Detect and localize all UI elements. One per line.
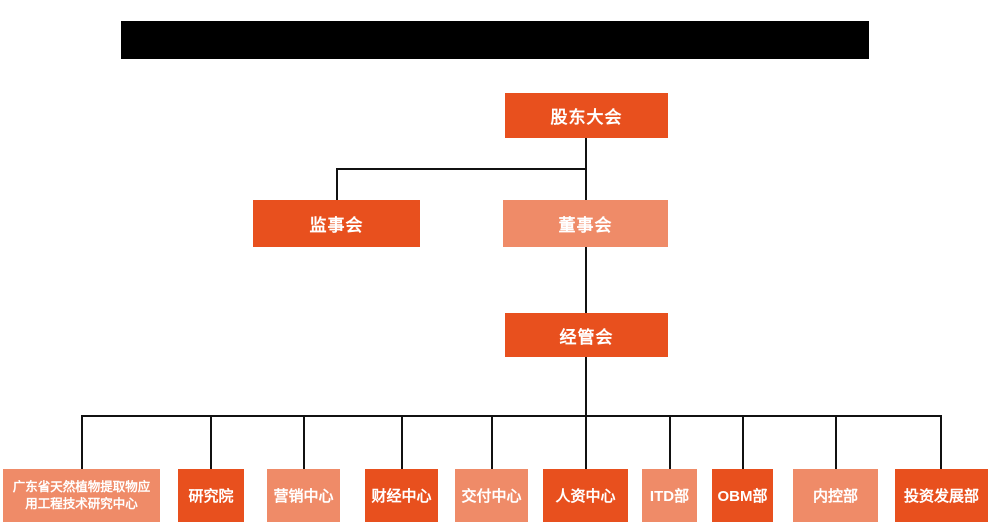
connector-drop-dept-9 bbox=[940, 416, 942, 469]
node-dept-hr-center: 人资中心 bbox=[543, 469, 628, 522]
connector-branch-horizontal bbox=[336, 168, 586, 170]
node-dept-internal-control: 内控部 bbox=[793, 469, 878, 522]
node-dept-investment-development: 投资发展部 bbox=[895, 469, 988, 522]
node-management-committee: 经管会 bbox=[505, 313, 668, 357]
node-dept-itd: ITD部 bbox=[642, 469, 697, 522]
redacted-title-bar bbox=[121, 21, 869, 59]
node-dept-marketing-center: 营销中心 bbox=[267, 469, 340, 522]
node-shareholders-meeting: 股东大会 bbox=[505, 93, 668, 138]
node-board-of-directors: 董事会 bbox=[503, 200, 668, 247]
node-dept-delivery-center: 交付中心 bbox=[455, 469, 528, 522]
node-dept-finance-center: 财经中心 bbox=[365, 469, 438, 522]
connector-drop-dept-4 bbox=[491, 416, 493, 469]
connector-management-to-bus bbox=[585, 357, 587, 469]
node-dept-research-center: 广东省天然植物提取物应用工程技术研究中心 bbox=[3, 469, 160, 522]
connector-bus-horizontal bbox=[81, 415, 942, 417]
connector-root-to-board bbox=[585, 138, 587, 200]
node-dept-obm: OBM部 bbox=[712, 469, 773, 522]
node-dept-research-institute: 研究院 bbox=[178, 469, 244, 522]
connector-drop-dept-8 bbox=[835, 416, 837, 469]
connector-drop-dept-3 bbox=[401, 416, 403, 469]
connector-board-to-management bbox=[585, 247, 587, 313]
connector-drop-dept-2 bbox=[303, 416, 305, 469]
connector-drop-dept-7 bbox=[742, 416, 744, 469]
node-supervisory-board: 监事会 bbox=[253, 200, 420, 247]
connector-drop-dept-1 bbox=[210, 416, 212, 469]
connector-to-supervisory bbox=[336, 168, 338, 200]
connector-drop-dept-6 bbox=[669, 416, 671, 469]
connector-drop-dept-0 bbox=[81, 416, 83, 469]
